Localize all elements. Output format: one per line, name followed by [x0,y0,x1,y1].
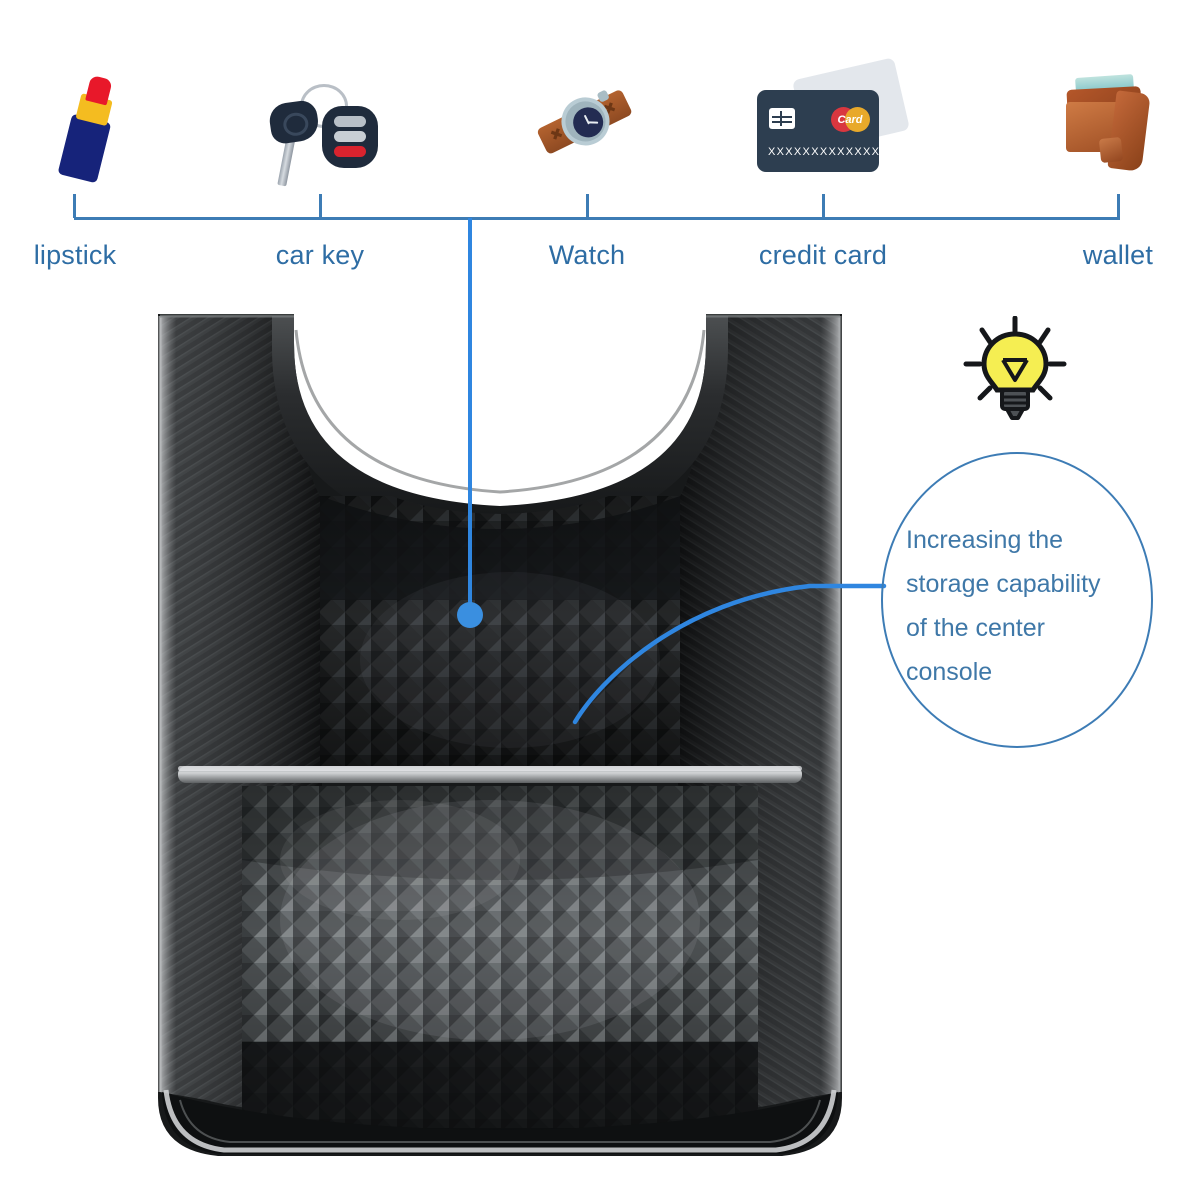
watch-icon: ✖ ✖ [525,80,650,190]
bracket-tick-car-key [319,194,322,218]
item-label-watch: Watch [548,240,626,270]
callout-line-2: storage capability [906,570,1101,598]
idea-lightbulb-icon [960,315,1070,426]
car-key-icon [266,82,386,192]
item-label-lipstick: lipstick [33,240,117,270]
item-label-car-key: car key [275,240,365,270]
lipstick-icon [50,69,133,192]
bracket-tick-watch [586,194,589,218]
bracket-tick-wallet [1117,194,1120,218]
bracket-tick-credit-card [822,194,825,218]
leader-dot [457,602,483,628]
leader-line-to-tray [468,218,472,610]
wallet-icon [1058,72,1168,184]
center-console-storage-tray [150,300,850,1160]
item-label-credit-card: credit card [758,240,888,270]
card-brand-logo: Card [837,114,863,126]
callout-line-4: console [906,658,993,686]
callout-bubble [881,452,1153,748]
callout-text: Increasing the storage capability of the… [906,518,1156,694]
item-label-wallet: wallet [1082,240,1154,270]
bracket-tick-lipstick [73,194,76,218]
callout-line-1: Increasing the [906,526,1064,554]
callout-line-3: of the center [906,614,1045,642]
callout-connector [572,583,887,725]
bracket-baseline [74,217,1120,220]
